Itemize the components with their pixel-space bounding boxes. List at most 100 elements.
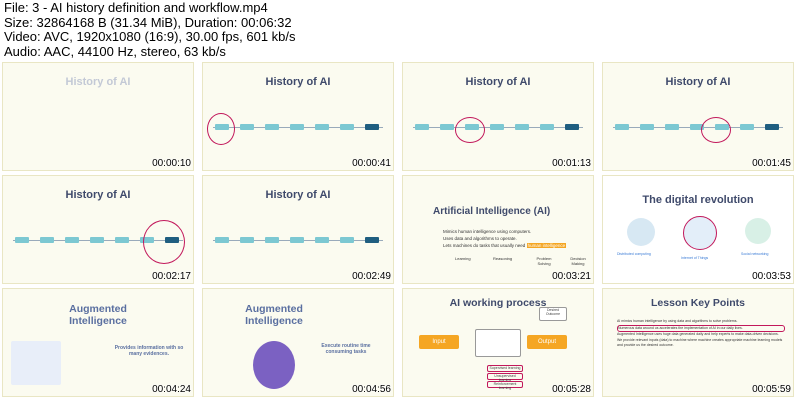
input-box: Input xyxy=(419,335,459,349)
key-point: Augmented Intelligence uses huge data ge… xyxy=(617,332,779,336)
timeline-box xyxy=(40,237,54,243)
bullet-list: Mimics human intelligence using computer… xyxy=(443,228,567,249)
slide-title: History of AI xyxy=(65,189,131,201)
timeline-box xyxy=(240,237,254,243)
thumbnail-6[interactable]: History of AI 00:02:49 xyxy=(202,175,394,284)
key-point: We provide relevant inputs (data) to mac… xyxy=(617,337,783,348)
timestamp: 00:05:28 xyxy=(552,384,591,395)
timestamp: 00:04:56 xyxy=(352,384,391,395)
timeline-box xyxy=(315,237,329,243)
cloud-icon xyxy=(627,218,655,246)
branch-label: Learning xyxy=(455,256,471,261)
timeline-box xyxy=(315,124,329,130)
timeline-box xyxy=(340,237,354,243)
timeline-box xyxy=(690,124,704,130)
revolution-label: Distributed computing xyxy=(617,252,651,256)
slide-title: Lesson Key Points xyxy=(651,297,745,309)
thumbnail-11[interactable]: AI working process Input Output Desired … xyxy=(402,288,594,397)
timeline-box xyxy=(265,124,279,130)
slide-title: History of AI xyxy=(265,189,331,201)
slide-text: Provides information with so many eviden… xyxy=(114,345,184,357)
timeline-box xyxy=(240,124,254,130)
dashboard-illustration xyxy=(11,341,61,385)
timeline-box xyxy=(640,124,654,130)
learning-type: Unsupervised learning xyxy=(487,373,523,382)
timestamp: 00:01:45 xyxy=(752,158,791,169)
thumbnail-1[interactable]: History of AI 00:00:10 xyxy=(2,62,194,171)
timeline-box xyxy=(440,124,454,130)
branch-label: Decision Making xyxy=(570,256,586,266)
timestamp: 00:00:41 xyxy=(352,158,391,169)
desired-outcome-box: Desired Outcome xyxy=(539,307,567,321)
slide-title: History of AI xyxy=(265,76,331,88)
annotation-circle xyxy=(701,117,731,143)
timestamp: 00:01:13 xyxy=(552,158,591,169)
key-points-list: AI mimics human intelligence by using da… xyxy=(617,319,785,349)
slide-title: The digital revolution xyxy=(642,194,754,206)
timeline-box xyxy=(290,237,304,243)
person-illustration xyxy=(253,341,295,389)
thumbnail-2[interactable]: History of AI 00:00:41 xyxy=(202,62,394,171)
thumbnail-9[interactable]: Augmented Intelligence Provides informat… xyxy=(2,288,194,397)
revolution-label: Social networking xyxy=(741,252,769,256)
key-point: AI mimics human intelligence by using da… xyxy=(617,319,738,323)
timeline-box xyxy=(90,237,104,243)
timestamp: 00:05:59 xyxy=(752,384,791,395)
file-info-header: File: 3 - AI history definition and work… xyxy=(4,0,296,59)
timeline-box xyxy=(115,237,129,243)
timeline-box xyxy=(565,124,579,130)
timeline-box xyxy=(540,124,554,130)
timeline-box xyxy=(490,124,504,130)
timestamp: 00:00:10 xyxy=(152,158,191,169)
timestamp: 00:02:49 xyxy=(352,271,391,282)
timeline-box xyxy=(615,124,629,130)
key-point: Numerous data around us accelerates the … xyxy=(617,324,785,332)
timeline-box xyxy=(340,124,354,130)
bullet-item: Lets machines do tasks that usually need… xyxy=(443,243,567,248)
thumbnail-7[interactable]: Artificial Intelligence (AI) Mimics huma… xyxy=(402,175,594,284)
network-icon xyxy=(745,218,771,244)
timeline-box xyxy=(15,237,29,243)
learning-type: Reinforcement learning xyxy=(487,381,523,390)
video-info-line: Video: AVC, 1920x1080 (16:9), 30.00 fps,… xyxy=(4,29,296,44)
highlight-text: human intelligence xyxy=(526,243,567,248)
annotation-circle xyxy=(207,113,235,145)
timeline-box xyxy=(215,237,229,243)
timeline-box xyxy=(515,124,529,130)
thumbnail-8[interactable]: The digital revolution Distributed compu… xyxy=(602,175,794,284)
slide-title: Augmented Intelligence xyxy=(69,303,127,327)
thumbnail-grid: History of AI 00:00:10 History of AI 00:… xyxy=(0,62,798,401)
file-size-line: Size: 32864168 B (31.34 MiB), Duration: … xyxy=(4,14,292,30)
thumbnail-10[interactable]: Augmented Intelligence Execute routine t… xyxy=(202,288,394,397)
thumbnail-12[interactable]: Lesson Key Points AI mimics human intell… xyxy=(602,288,794,397)
output-box: Output xyxy=(527,335,567,349)
timestamp: 00:03:53 xyxy=(752,271,791,282)
thumbnail-5[interactable]: History of AI 00:02:17 xyxy=(2,175,194,284)
slide-title: History of AI xyxy=(65,76,131,88)
timeline-box xyxy=(290,124,304,130)
slide-text: Execute routine time consuming tasks xyxy=(321,343,371,355)
branch-label: Reasoning xyxy=(493,256,513,261)
annotation-circle xyxy=(455,117,485,143)
timeline-box xyxy=(265,237,279,243)
slide-title: History of AI xyxy=(465,76,531,88)
thumbnail-4[interactable]: History of AI 00:01:45 xyxy=(602,62,794,171)
timestamp: 00:04:24 xyxy=(152,384,191,395)
bullet-item: Uses data and algorithms to operate. xyxy=(443,236,517,241)
revolution-label: Internet of Things xyxy=(681,256,709,260)
thumbnail-3[interactable]: History of AI 00:01:13 xyxy=(402,62,594,171)
slide-title: Augmented Intelligence xyxy=(245,303,303,327)
audio-info-line: Audio: AAC, 44100 Hz, stereo, 63 kb/s xyxy=(4,43,226,59)
model-box xyxy=(475,329,521,357)
learning-type: Supervised learning xyxy=(487,365,523,372)
branch-label: Problem Solving xyxy=(536,256,552,266)
slide-title: History of AI xyxy=(665,76,731,88)
timeline-box xyxy=(65,237,79,243)
timeline-box xyxy=(740,124,754,130)
slide-title: Artificial Intelligence (AI) xyxy=(433,206,551,217)
timeline-box xyxy=(665,124,679,130)
slide-title: AI working process xyxy=(449,297,547,309)
bullet-item: Mimics human intelligence using computer… xyxy=(443,229,532,234)
timeline-box xyxy=(415,124,429,130)
timeline-box xyxy=(365,237,379,243)
